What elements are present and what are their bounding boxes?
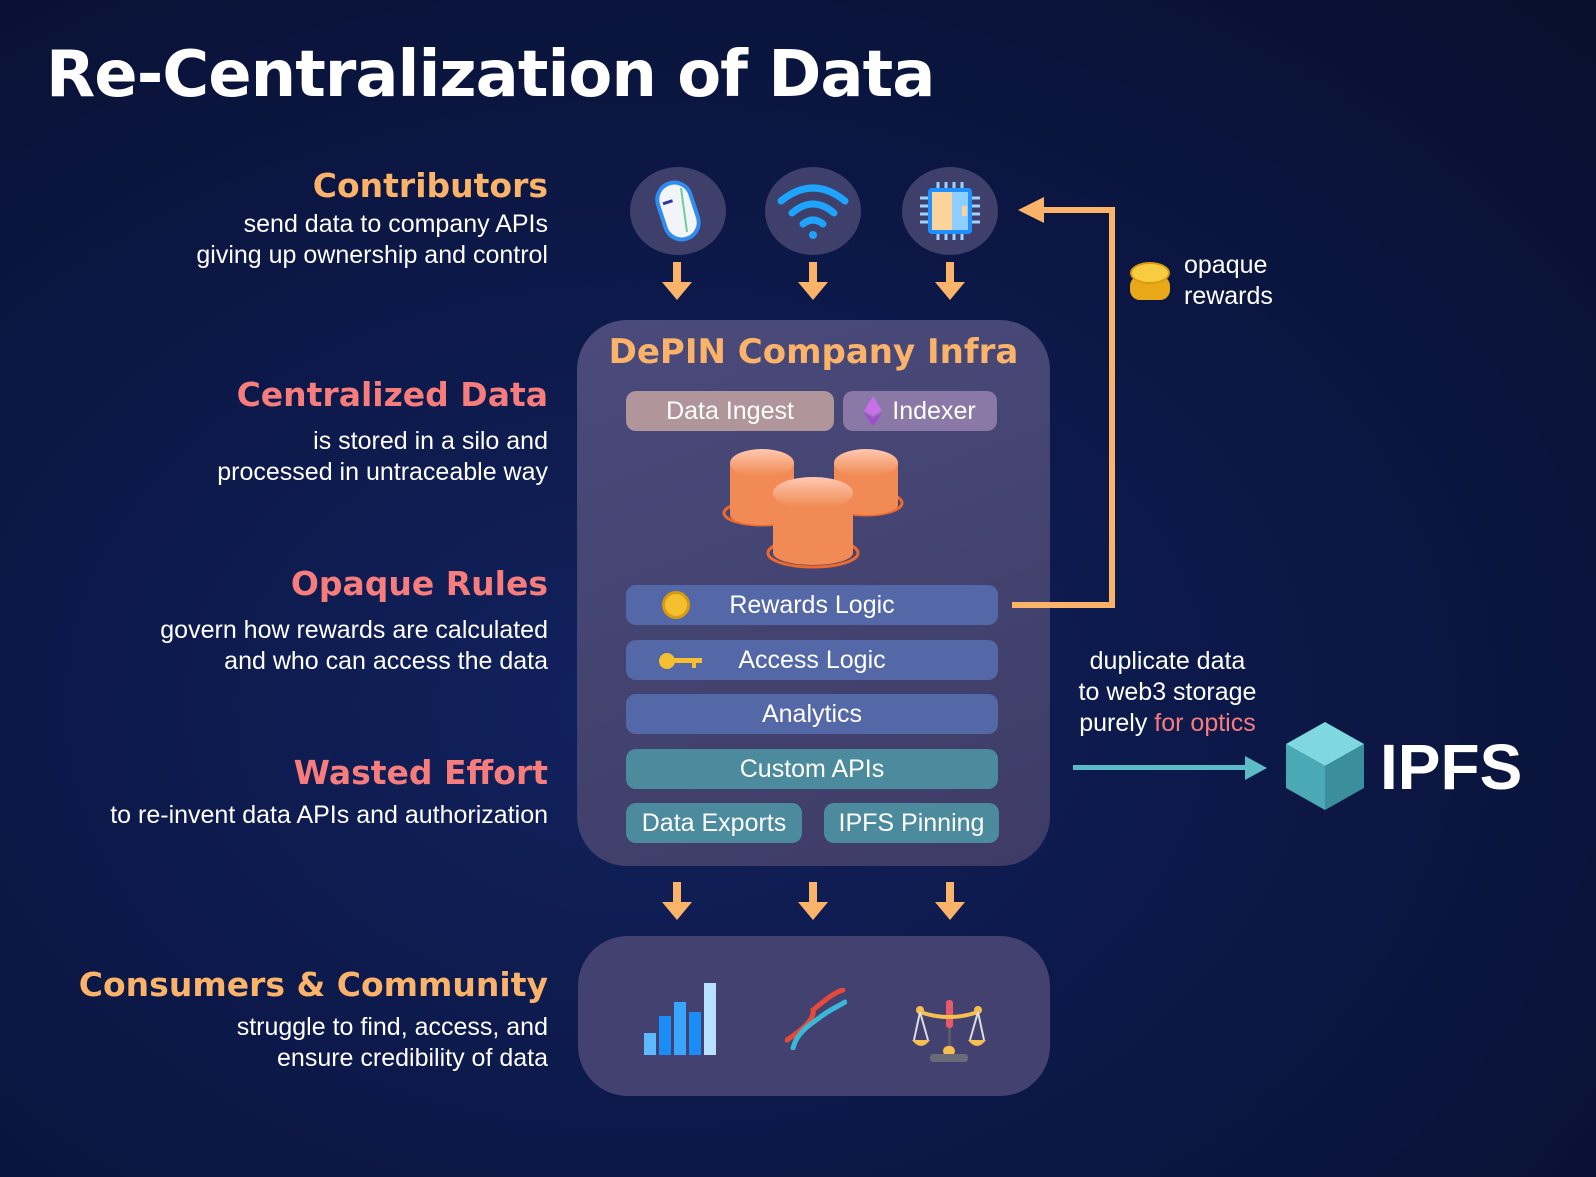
heading: Wasted Effort — [293, 753, 548, 792]
ipfs-pinning-block: IPFS Pinning — [824, 803, 999, 843]
note-line: rewards — [1184, 282, 1273, 310]
rewards-logic-block: Rewards Logic — [626, 585, 998, 625]
database-icon — [722, 449, 904, 569]
desc: is stored in a silo and — [313, 427, 548, 455]
label: Data Exports — [641, 808, 787, 837]
page-title: Re-Centralization of Data — [46, 38, 935, 112]
arrow-down-icon — [935, 262, 965, 300]
arrow-down-icon — [798, 262, 828, 300]
note-line: purely — [1079, 709, 1155, 737]
desc: send data to company APIs — [243, 210, 548, 238]
contributors-label: Contributors send data to company APIs gi… — [0, 166, 548, 271]
access-logic-block: Access Logic — [626, 640, 998, 680]
note-line: duplicate data — [1089, 647, 1246, 675]
ethereum-icon — [864, 396, 883, 426]
desc: processed in untraceable way — [217, 458, 548, 486]
note-line: to web3 storage — [1078, 678, 1257, 706]
data-ingest-block: Data Ingest — [626, 391, 834, 431]
label: IPFS Pinning — [838, 808, 985, 837]
wifi-icon — [765, 167, 861, 255]
label: Indexer — [892, 396, 976, 425]
duplicate-data-note: duplicate data to web3 storage purely fo… — [1060, 646, 1275, 739]
chip-icon — [902, 167, 998, 255]
label: Data Ingest — [666, 396, 794, 425]
dna-icon — [785, 988, 847, 1050]
label: Rewards Logic — [729, 590, 895, 619]
arrow-down-icon — [662, 882, 692, 920]
desc: ensure credibility of data — [277, 1044, 548, 1072]
arrow-down-icon — [662, 262, 692, 300]
note-line: opaque — [1184, 251, 1268, 279]
analytics-block: Analytics — [626, 694, 998, 734]
key-icon — [659, 653, 702, 669]
note-highlight: for optics — [1154, 709, 1256, 737]
wearable-device-icon — [630, 167, 726, 255]
desc: govern how rewards are calculated — [160, 616, 548, 644]
heading: Centralized Data — [236, 375, 548, 414]
desc: and who can access the data — [224, 647, 548, 675]
arrow-down-icon — [798, 882, 828, 920]
arrow-down-icon — [935, 882, 965, 920]
opaque-rewards-note: opaque rewards — [1184, 250, 1273, 312]
custom-apis-block: Custom APIs — [626, 749, 998, 789]
opaque-rules-label: Opaque Rules govern how rewards are calc… — [0, 564, 548, 677]
bar-chart-icon — [644, 983, 716, 1055]
heading: Opaque Rules — [290, 564, 548, 603]
infra-title: DePIN Company Infra — [608, 332, 1019, 372]
heading: Contributors — [312, 166, 548, 205]
ipfs-label: IPFS — [1380, 731, 1523, 803]
rewards-feedback-arrow — [1012, 197, 1115, 608]
consumers-label: Consumers & Community struggle to find, … — [0, 965, 548, 1074]
coins-icon — [662, 591, 690, 619]
wasted-effort-label: Wasted Effort to re-invent data APIs and… — [0, 753, 548, 831]
desc: giving up ownership and control — [196, 241, 548, 269]
label: Analytics — [761, 699, 863, 728]
label: Access Logic — [738, 645, 886, 674]
indexer-block: Indexer — [843, 391, 997, 431]
arrow-right-icon — [1073, 756, 1267, 780]
label: Custom APIs — [739, 754, 885, 783]
scales-of-justice-icon — [912, 1000, 986, 1062]
data-exports-block: Data Exports — [626, 803, 802, 843]
centralized-data-label: Centralized Data is stored in a silo and… — [0, 375, 548, 488]
ipfs-logo-icon — [1286, 722, 1364, 810]
desc: struggle to find, access, and — [236, 1013, 548, 1041]
desc: to re-invent data APIs and authorization — [110, 801, 548, 829]
coins-icon — [1130, 262, 1170, 300]
heading: Consumers & Community — [78, 965, 548, 1004]
